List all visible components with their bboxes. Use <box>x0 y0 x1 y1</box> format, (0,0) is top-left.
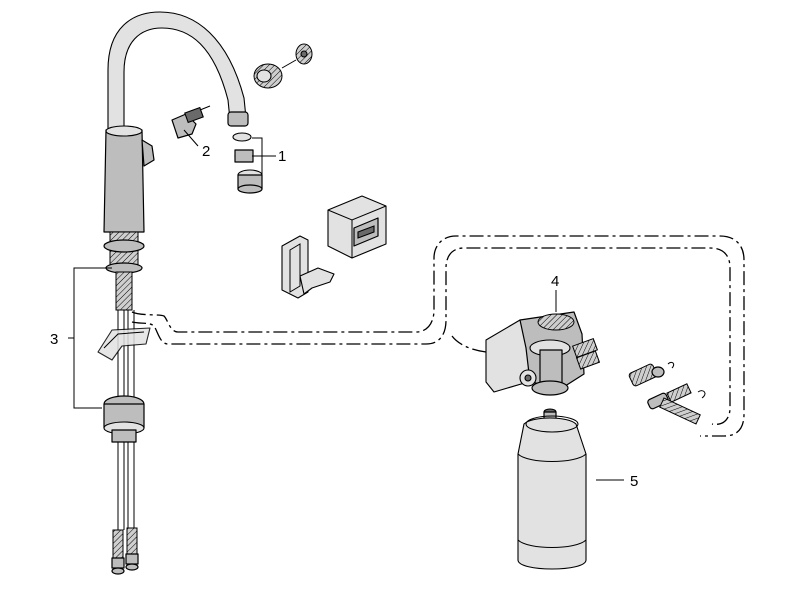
callout-leaders <box>68 129 624 481</box>
callout-3: 3 <box>50 331 58 348</box>
mounting-nut <box>103 395 145 443</box>
callout-2: 2 <box>202 143 210 160</box>
wall-holder <box>281 235 335 299</box>
filter-connectors <box>628 361 706 425</box>
filter-cartridge <box>517 408 587 570</box>
water-hose-routing <box>131 235 745 437</box>
hose-end-fittings <box>111 527 139 575</box>
faucet-body <box>103 11 249 530</box>
callout-1: 1 <box>278 148 286 165</box>
cartridge-part <box>171 105 211 139</box>
spout-nut <box>253 43 313 89</box>
filter-head <box>485 311 601 396</box>
electronic-display-box <box>327 195 387 259</box>
aerator-set <box>232 132 263 194</box>
callout-4: 4 <box>551 273 559 290</box>
mounting-bracket <box>97 327 151 361</box>
callout-5: 5 <box>630 473 638 490</box>
